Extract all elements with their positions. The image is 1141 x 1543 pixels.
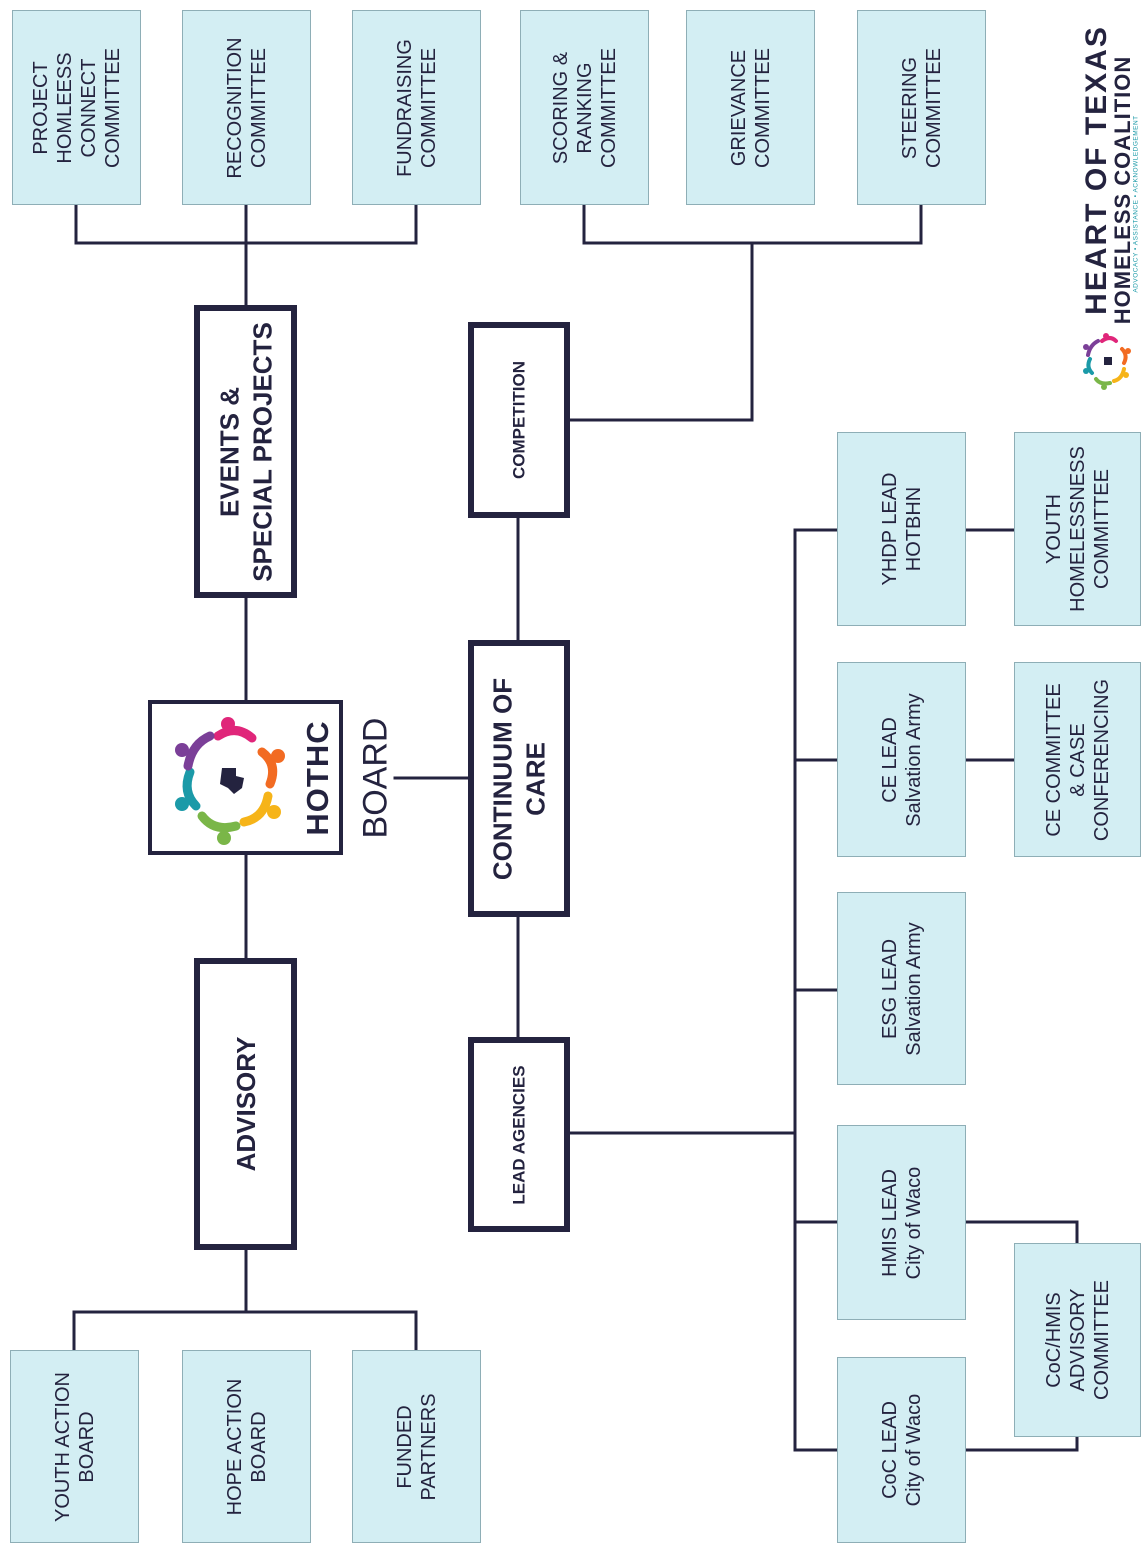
division-competition: COMPETITION: [468, 322, 570, 518]
lead-label: CoC LEAD City of Waco: [878, 1393, 925, 1507]
connector-hmis-advisory: [964, 1220, 1079, 1245]
committee-recognition: RECOGNITION COMMITTEE: [182, 10, 311, 205]
committee-ce-case-conferencing: CE COMMITTEE & CASE CONFERENCING: [1014, 662, 1141, 857]
lead-yhdp: YHDP LEAD HOTBHN: [837, 432, 966, 626]
committee-grievance: GRIEVANCE COMMITTEE: [686, 10, 815, 205]
brand-tagline: ADVOCACY • ASSISTANCE • ACKNOWLEDGEMENT: [1132, 115, 1140, 293]
division-continuum-of-care: CONTINUUM OF CARE: [468, 640, 570, 917]
lead-esg: ESG LEAD Salvation Army: [837, 892, 966, 1085]
committee-scoring-ranking: SCORING & RANKING COMMITTEE: [520, 10, 649, 205]
committee-label: STEERING COMMITTEE: [898, 47, 945, 168]
board-youth-action: YOUTH ACTION BOARD: [10, 1350, 139, 1543]
division-label: LEAD AGENCIES: [509, 1064, 529, 1205]
lead-hmis: HMIS LEAD City of Waco: [837, 1125, 966, 1320]
lead-ce: CE LEAD Salvation Army: [837, 662, 966, 857]
division-label: CONTINUUM OF CARE: [487, 677, 551, 880]
lead-label: YHDP LEAD HOTBHN: [878, 472, 925, 586]
committee-project-homeless-connect: PROJECT HOMLEESS CONNECT COMMITTEE: [12, 10, 141, 205]
brand-line-1: HEART OF TEXAS: [1080, 25, 1113, 315]
committee-label: SCORING & RANKING COMMITTEE: [549, 47, 620, 168]
board-funded-partners: FUNDED PARTNERS: [352, 1350, 481, 1543]
committee-youth-homelessness: YOUTH HOMELESSNESS COMMITTEE: [1014, 432, 1141, 626]
committee-label: GRIEVANCE COMMITTEE: [727, 47, 774, 168]
board-label: BOARD: [356, 717, 395, 839]
division-advisory: ADVISORY: [194, 958, 297, 1250]
division-label: EVENTS & SPECIAL PROJECTS: [214, 321, 277, 582]
committee-label: CE COMMITTEE & CASE CONFERENCING: [1042, 678, 1113, 841]
lead-label: CE LEAD Salvation Army: [878, 692, 925, 827]
committee-steering: STEERING COMMITTEE: [857, 10, 986, 205]
lead-coc: CoC LEAD City of Waco: [837, 1357, 966, 1543]
division-lead-agencies: LEAD AGENCIES: [468, 1037, 570, 1232]
brand-logo-icon: [1083, 333, 1131, 390]
board-label: HOPE ACTION BOARD: [223, 1378, 270, 1515]
division-label: ADVISORY: [230, 1036, 261, 1172]
hothc-logo-icon: [175, 717, 285, 845]
committee-fundraising: FUNDRAISING COMMITTEE: [352, 10, 481, 205]
lead-label: ESG LEAD Salvation Army: [878, 921, 925, 1056]
committee-coc-hmis-advisory: CoC/HMIS ADVISORY COMMITTEE: [1014, 1243, 1141, 1437]
board-hope-action: HOPE ACTION BOARD: [182, 1350, 311, 1543]
committee-label: CoC/HMIS ADVISORY COMMITTEE: [1042, 1280, 1113, 1400]
hothc-logo-text: HOTHC: [300, 720, 335, 836]
connector-events-committees: [74, 203, 418, 245]
board-box: [148, 700, 343, 855]
division-events-special-projects: EVENTS & SPECIAL PROJECTS: [194, 305, 297, 598]
committee-label: FUNDRAISING COMMITTEE: [393, 38, 440, 177]
committee-label: PROJECT HOMLEESS CONNECT COMMITTEE: [29, 47, 124, 168]
board-label: FUNDED PARTNERS: [393, 1392, 440, 1501]
connector-coc-advisory: [964, 1435, 1079, 1452]
connector-competition-committees: [582, 203, 923, 245]
committee-label: YOUTH HOMELESSNESS COMMITTEE: [1042, 446, 1113, 612]
division-label: COMPETITION: [509, 360, 529, 480]
lead-label: HMIS LEAD City of Waco: [878, 1166, 925, 1279]
connector-competition-stem: [566, 241, 754, 422]
board-label: YOUTH ACTION BOARD: [51, 1371, 98, 1522]
brand-wordmark: HEART OF TEXAS HOMELESS COALITION ADVOCA…: [1075, 0, 1141, 400]
connector-advisory-boards: [72, 1310, 418, 1352]
committee-label: RECOGNITION COMMITTEE: [223, 36, 270, 179]
